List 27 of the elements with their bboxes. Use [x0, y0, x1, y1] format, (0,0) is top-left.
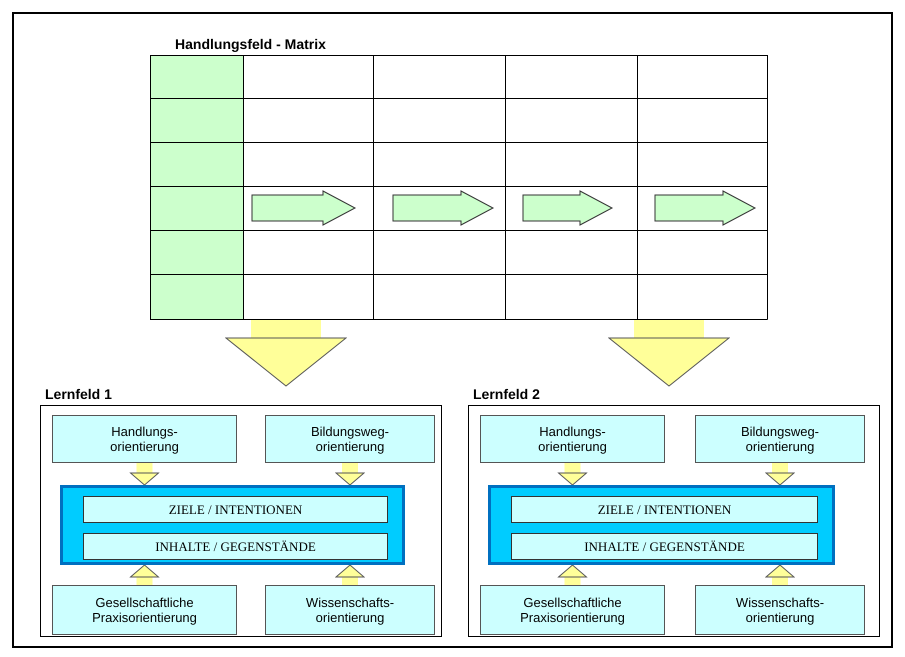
orientation-box: Gesellschaftliche Praxisorientierung [52, 585, 237, 635]
group-title: Lernfeld 2 [473, 386, 540, 402]
block-arrow-connector [336, 463, 364, 486]
block-arrow-connector [226, 320, 346, 386]
orientation-box: Bildungsweg- orientierung [695, 415, 865, 463]
orientation-box: Wissenschafts- orientierung [265, 585, 435, 635]
matrix-title: Handlungsfeld - Matrix [175, 36, 326, 52]
group-title: Lernfeld 1 [45, 386, 112, 402]
core-panel [488, 485, 835, 565]
orientation-box: Bildungsweg- orientierung [265, 415, 435, 463]
block-arrow-connector [766, 463, 794, 486]
block-arrow-connector [336, 564, 364, 585]
block-arrow-connector [558, 564, 587, 585]
block-arrow-connector [130, 564, 159, 585]
objective-bar: INHALTE / GEGENSTÄNDE [83, 533, 388, 560]
orientation-box: Handlungs- orientierung [52, 415, 237, 463]
orientation-box: Wissenschafts- orientierung [695, 585, 865, 635]
objective-bar: INHALTE / GEGENSTÄNDE [511, 533, 818, 560]
objective-bar: ZIELE / INTENTIONEN [83, 496, 388, 523]
core-panel [60, 485, 405, 565]
objective-bar: ZIELE / INTENTIONEN [511, 496, 818, 523]
block-arrow-connector [130, 463, 159, 486]
block-arrow-connector [766, 564, 794, 585]
orientation-box: Gesellschaftliche Praxisorientierung [480, 585, 665, 635]
block-arrow-connector [608, 320, 730, 386]
orientation-box: Handlungs- orientierung [480, 415, 665, 463]
block-arrow-connector [558, 463, 587, 486]
